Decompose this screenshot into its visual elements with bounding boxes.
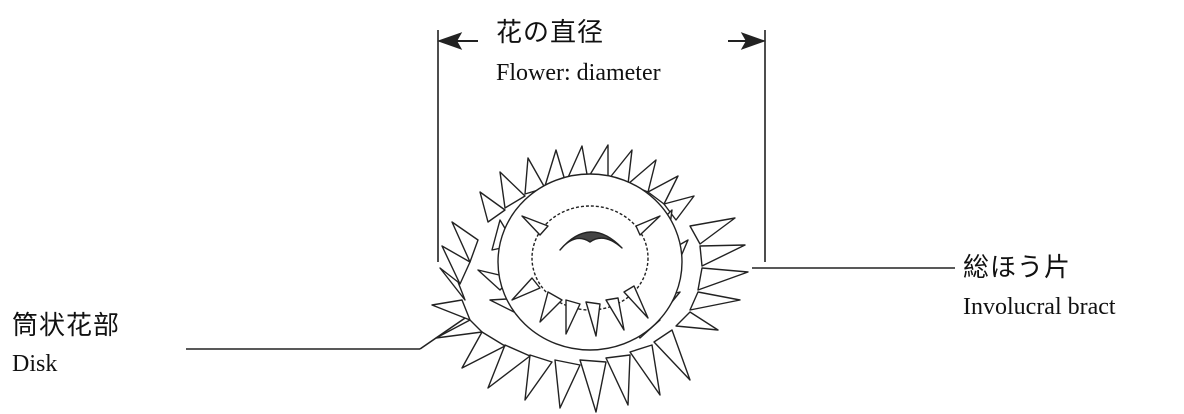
upper-bracts <box>479 144 695 223</box>
diameter-label-en: Flower: diameter <box>496 60 661 86</box>
diameter-arrows <box>436 32 767 50</box>
flower <box>431 144 749 413</box>
disk-leader-line <box>186 315 469 350</box>
outer-bracts-right <box>675 217 749 331</box>
bract-label-ja: 総ほう片 <box>963 253 1072 282</box>
outer-bracts-bottom <box>461 329 691 413</box>
arrow-right-head <box>740 32 767 50</box>
diameter-label-ja: 花の直径 <box>496 18 605 47</box>
bract-label-en: Involucral bract <box>963 294 1116 320</box>
outer-bracts-left <box>431 221 483 339</box>
disk-label-en: Disk <box>12 351 58 377</box>
diameter-bracket <box>437 30 766 262</box>
disk-center <box>497 173 683 351</box>
arrow-left-head <box>436 32 463 50</box>
disk-label-ja: 筒状花部 <box>12 311 121 340</box>
